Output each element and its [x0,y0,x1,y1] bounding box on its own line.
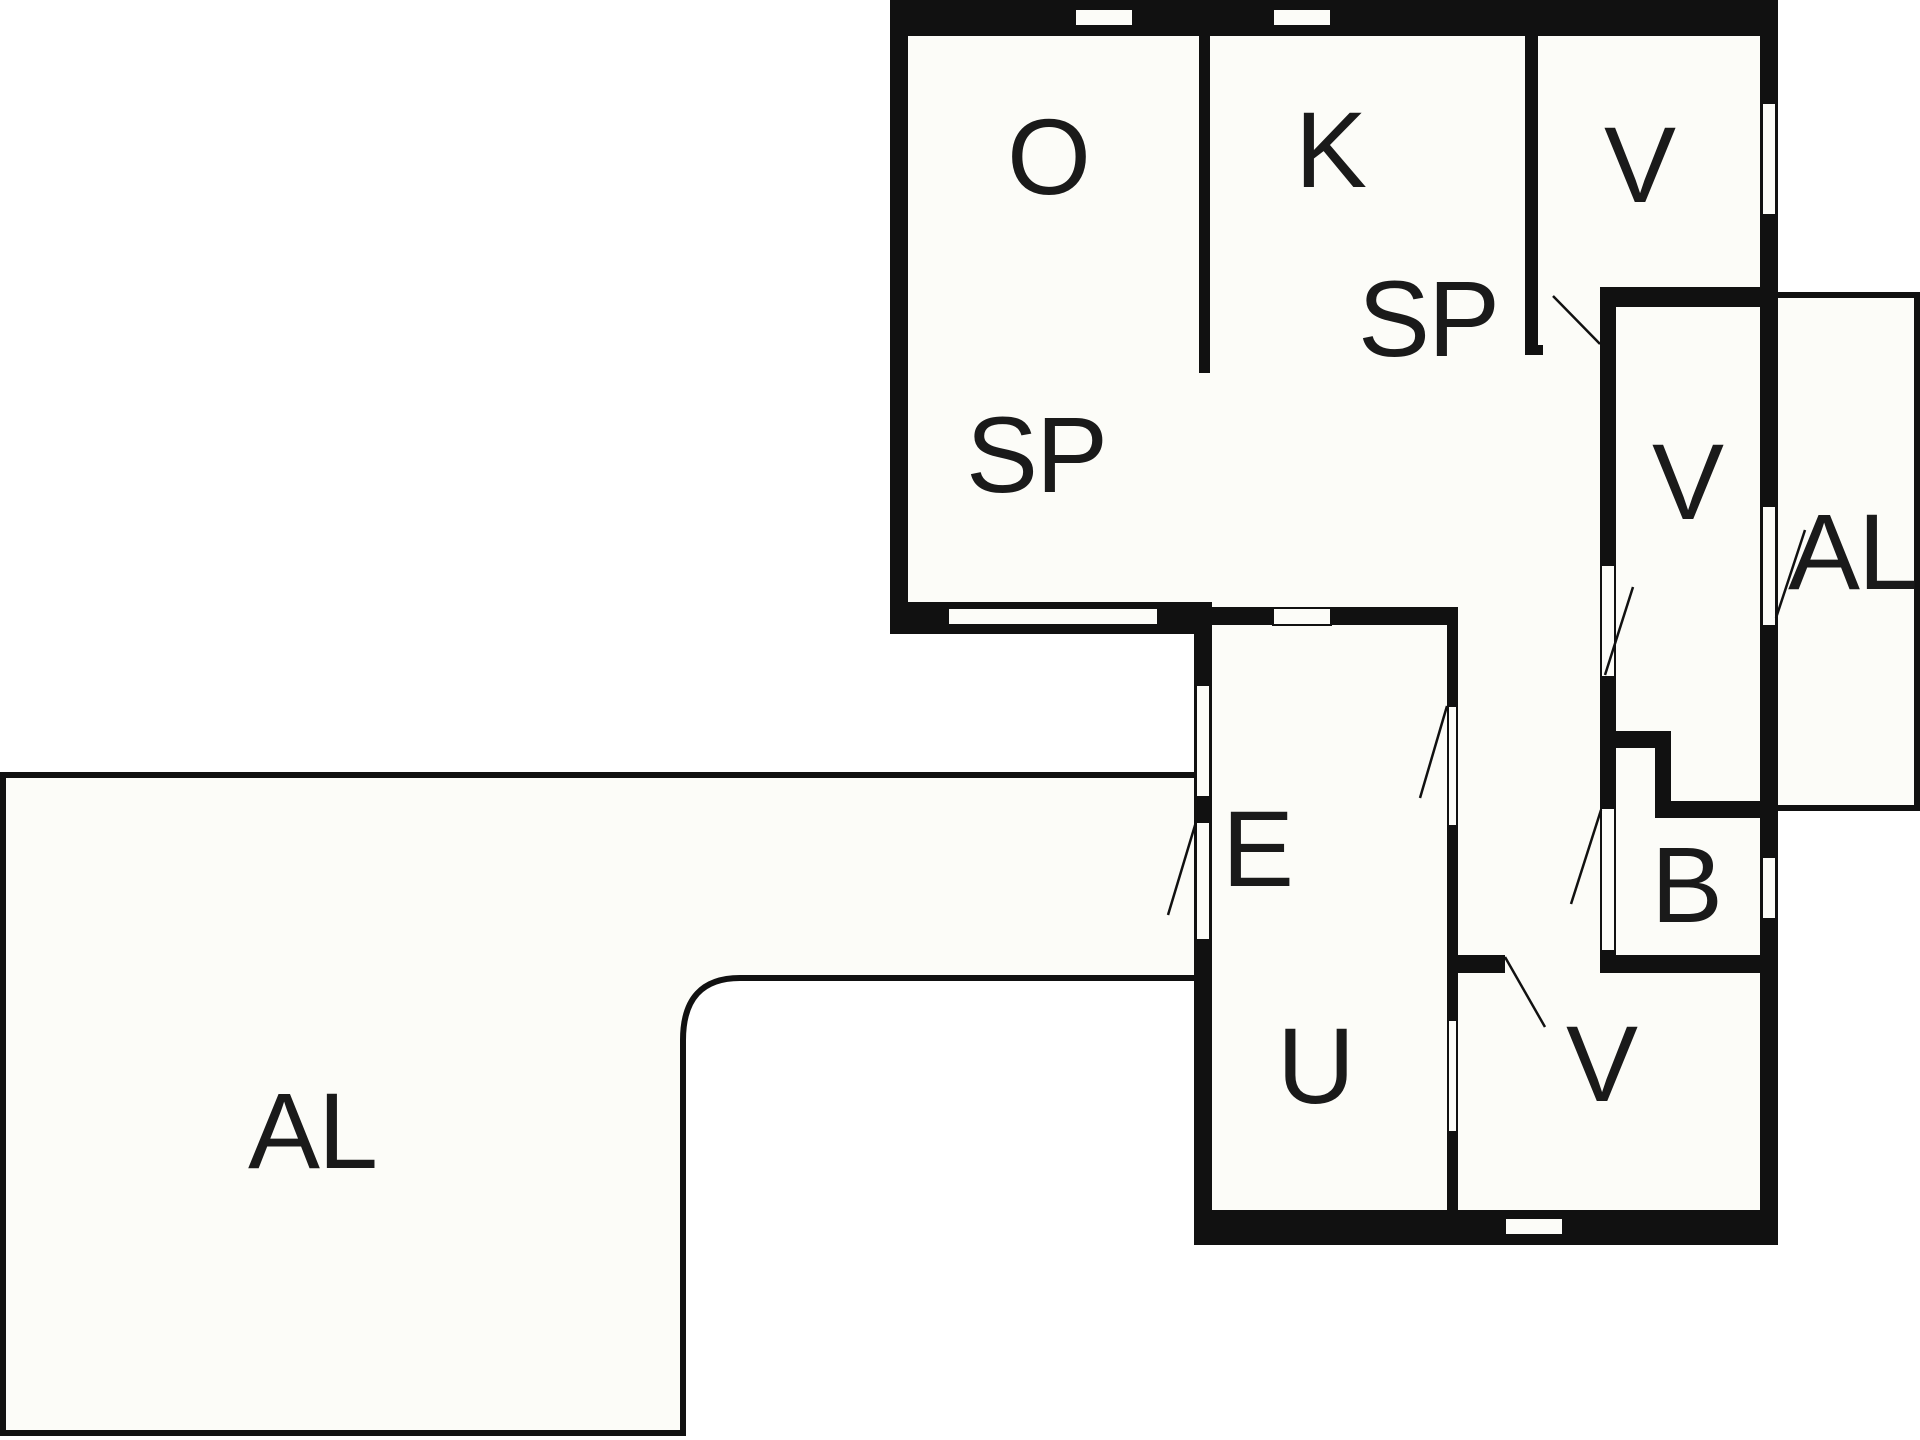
window-right-b [1761,856,1777,920]
window-e-left [1195,684,1211,798]
door-swing-v-mid [1603,586,1635,676]
wall-top [890,0,1778,36]
window-bottom-sp [947,607,1159,626]
door-leaf-v-mid [1600,564,1616,678]
window-eu-top [1272,607,1332,626]
door-swing-v-top [1552,295,1601,345]
wall-v-stub [1525,345,1543,355]
wall-step-a [1600,731,1664,748]
gap-v-bottom [1505,955,1600,973]
door-leaf-eu [1447,705,1458,827]
window-bottom-v [1504,1217,1564,1236]
windows [947,8,1777,1236]
room-label-sp-left: SP [966,394,1106,515]
door-swing-v-bottom [1503,956,1547,1028]
door-swing-al-right [1774,529,1807,619]
window-top-k [1272,8,1332,27]
room-label-k: K [1295,89,1366,210]
wall-eu-right [1447,607,1458,1212]
room-label-v-top: V [1604,104,1676,225]
room-label-v-bottom: V [1566,1003,1638,1124]
terrace-outlines [0,292,1920,1436]
door-swing-b [1569,809,1603,905]
door-leaf-b [1600,807,1616,952]
gap-v-top [1543,345,1600,357]
room-label-u: U [1277,1005,1353,1126]
wall-bottom [1194,1210,1778,1245]
door-leaf-al-right [1761,505,1777,627]
door-swing-e [1166,821,1198,916]
door-gaps [1195,345,1777,1133]
terrace-right-outline [1770,292,1920,811]
room-label-o: O [1007,96,1089,217]
room-label-sp-top: SP [1358,258,1498,379]
window-right-v [1761,102,1777,216]
door-leaf-u [1447,1019,1458,1133]
room-label-b: B [1651,824,1721,945]
wall-left-upper [890,0,908,634]
room-label-al-right: AL [1788,491,1916,612]
door-leaf-e [1195,821,1211,941]
terrace-left-outline [0,772,1197,1436]
door-swings [1166,295,1807,1028]
room-label-e: E [1222,788,1292,909]
wall-b-bottom [1600,955,1770,973]
terrace-left [3,775,1197,1433]
wall-v-mid-top [1600,287,1770,307]
room-labels: O K SP SP V V AL E B U V AL [248,89,1918,1191]
wall-v-bottom-top [1453,955,1505,973]
door-swing-eu-right [1418,705,1449,799]
wall-k-v [1525,36,1538,353]
wall-step-b [1655,731,1671,811]
window-top-o [1074,8,1134,27]
wall-step-c [1655,801,1770,818]
room-label-v-mid: V [1652,421,1724,542]
room-label-al-left: AL [248,1070,376,1191]
wall-o-k [1199,36,1210,373]
